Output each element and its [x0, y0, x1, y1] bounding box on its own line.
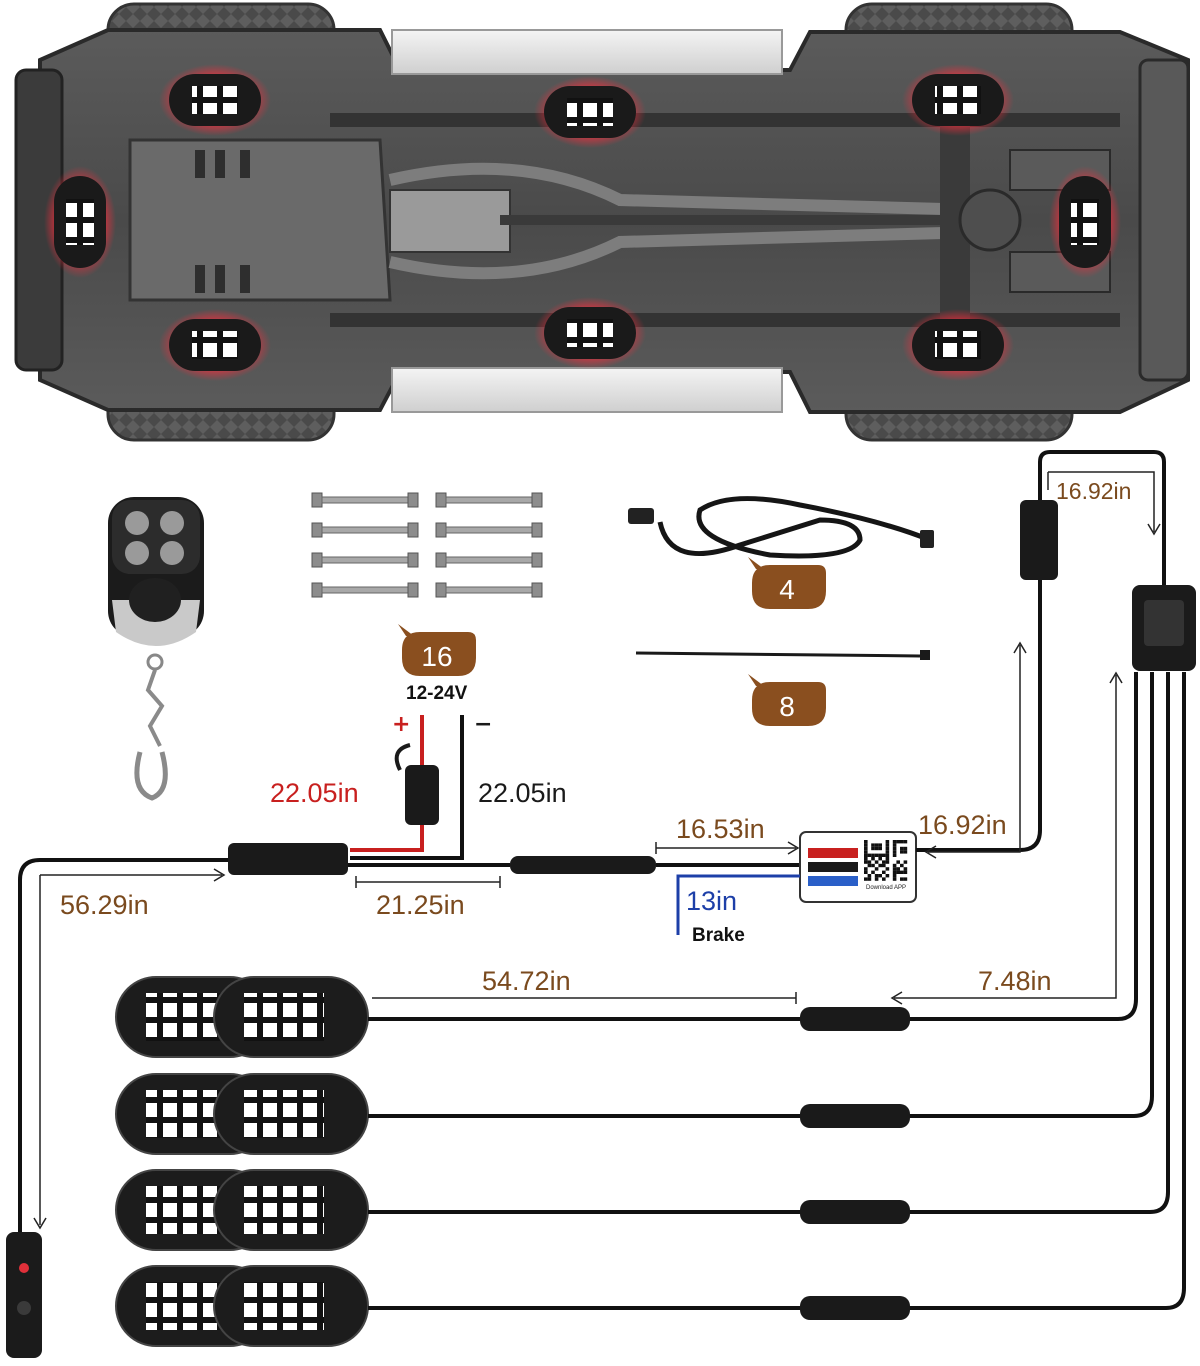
negative-sign: −: [474, 712, 493, 737]
skid-plate: [128, 138, 392, 302]
installed-light-3: [902, 64, 1014, 136]
tie-count: 8: [779, 691, 795, 722]
installed-light-4: [159, 309, 271, 381]
switch-indicator-led: [19, 1263, 29, 1273]
extension-count-badge: 4: [752, 565, 822, 609]
harness-segment-length: 21.25in: [376, 890, 465, 920]
brake-label: Brake: [692, 925, 745, 946]
pod-pair-3: [115, 1169, 910, 1251]
brake-wire: [676, 874, 800, 935]
splitter-top-length: 16.92in: [1056, 478, 1132, 504]
power-switch: [6, 1232, 42, 1358]
installed-light-6: [902, 309, 1014, 381]
qr-code-icon: [862, 838, 910, 882]
brake-wire-length: 13in: [686, 886, 738, 916]
screw-1: [311, 492, 419, 508]
switch-cable-length: 56.29in: [60, 890, 149, 920]
controller-output-length: 16.92in: [918, 810, 1007, 840]
pod-light-8: [213, 1265, 369, 1347]
inline-fuse: [405, 765, 439, 825]
remote-control: [108, 497, 204, 801]
running-board-bottom: [391, 367, 783, 413]
pod-connector-2: [800, 1104, 910, 1128]
pod-light-pairs: [115, 976, 910, 1347]
pod-connector-1: [800, 1007, 910, 1031]
badge-extension-count: [748, 557, 826, 609]
remote-button-d: [160, 541, 184, 565]
tie-count-badge: 8: [752, 682, 822, 726]
bluetooth-controller: [676, 450, 1166, 935]
power-harness: [6, 715, 800, 1358]
screw-5: [435, 492, 543, 508]
splitter-branch-4: [910, 672, 1186, 1310]
remote-button-a: [125, 511, 149, 535]
cable-tie: [635, 650, 930, 660]
pod-light-6: [213, 1169, 369, 1251]
installed-light-2: [534, 76, 646, 148]
pod-connector-3: [800, 1200, 910, 1224]
screw-set: [311, 492, 543, 598]
splitter-branch-1: [910, 672, 1138, 1021]
pod-pair-2: [115, 1073, 910, 1155]
screw-7: [435, 552, 543, 568]
screw-6: [435, 522, 543, 538]
installed-light-7: [44, 166, 116, 278]
screw-8: [435, 582, 543, 598]
remote-button-c: [125, 541, 149, 565]
pod-connector-4: [800, 1296, 910, 1320]
badge-screw-count: [398, 624, 476, 676]
splitter-branch-2: [910, 672, 1154, 1118]
screw-2: [311, 522, 419, 538]
controller-app-text: Download APP: [866, 885, 907, 891]
vehicle-underside: [14, 2, 1190, 442]
remote-button-b: [160, 511, 184, 535]
pod-light-2: [213, 976, 369, 1058]
extension-cable: [628, 496, 934, 559]
pod-light-4: [213, 1073, 369, 1155]
installed-light-8: [1049, 166, 1121, 278]
controller-input-length: 16.53in: [676, 814, 765, 844]
installed-light-1: [159, 64, 271, 136]
harness-connector: [228, 843, 348, 875]
splitter-branches: [910, 672, 1186, 1310]
positive-lead: [350, 715, 424, 852]
positive-sign: +: [392, 712, 411, 737]
exhaust-pipe: [388, 162, 981, 216]
rear-differential: [958, 188, 1022, 252]
keyring-clip: [134, 751, 168, 801]
negative-lead: [350, 715, 464, 860]
pod-pair-4: [115, 1265, 910, 1347]
red-lead-length: 22.05in: [270, 778, 359, 808]
dimension-guides: [33, 471, 1161, 1230]
pod-pair-1: [115, 976, 910, 1058]
rear-bumper: [1138, 58, 1190, 382]
voltage-label: 12-24V: [406, 683, 468, 704]
running-board-top: [391, 29, 783, 75]
black-lead-length: 22.05in: [478, 778, 567, 808]
screw-count-badge: 16: [402, 632, 472, 676]
transmission: [389, 189, 511, 253]
installed-rock-lights: [44, 64, 1121, 381]
splitter-branch-length: 7.48in: [978, 966, 1052, 996]
controller-plug: [1020, 500, 1058, 580]
splitter-branch-3: [910, 672, 1170, 1214]
inline-connector: [510, 856, 656, 874]
screw-4: [311, 582, 419, 598]
screw-count: 16: [421, 641, 453, 672]
extension-count: 4: [779, 574, 795, 605]
screw-3: [311, 552, 419, 568]
splitter-hub: [1132, 585, 1196, 671]
badge-tie-count: [748, 674, 826, 726]
installed-light-5: [534, 297, 646, 369]
pod-lead-length: 54.72in: [482, 966, 571, 996]
